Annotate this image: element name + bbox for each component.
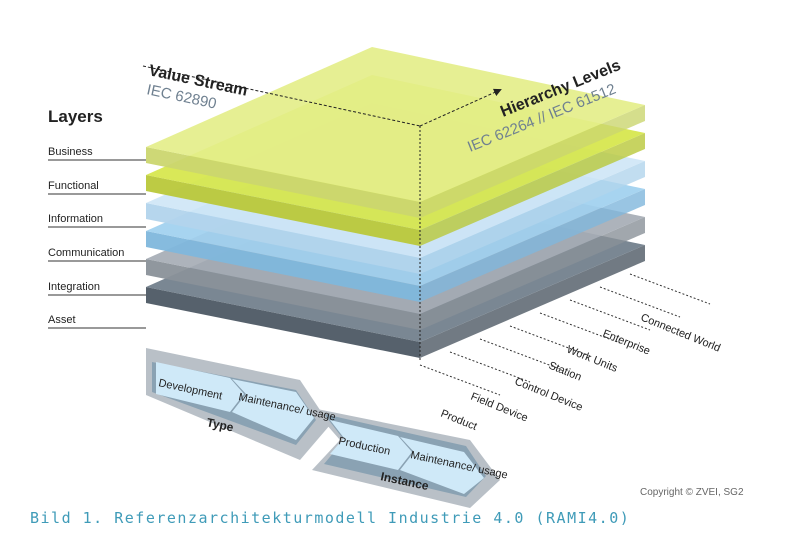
type-phase-1 <box>156 362 244 412</box>
hierarchy-hatch-line <box>479 338 561 370</box>
hierarchy-hatch-line <box>599 286 681 318</box>
layer-label-communication: Communication <box>48 247 124 259</box>
hierarchy-hatch-line <box>629 273 711 305</box>
layer-labels: BusinessFunctionalInformationCommunicati… <box>48 146 146 329</box>
hierarchy-level-station: Station <box>547 360 583 384</box>
value-stream-axis <box>142 65 421 127</box>
type-phase-2 <box>232 379 314 440</box>
axes <box>142 65 502 360</box>
instance-phase-1 <box>330 420 412 470</box>
hierarchy-hatch-line <box>419 364 501 396</box>
hierarchy-level-product: Product <box>439 408 479 433</box>
layers-title: Layers <box>48 107 103 126</box>
layer-plates <box>146 47 645 358</box>
figure-caption: Bild 1. Referenzarchitekturmodell Indust… <box>30 509 631 527</box>
layer-label-business: Business <box>48 146 93 158</box>
hierarchy-hatch-line <box>569 299 651 331</box>
layer-plate-business <box>146 47 645 218</box>
hierarchy-level-enterprise: Enterprise <box>601 328 652 358</box>
copyright-note: Copyright © ZVEI, SG2 <box>640 487 744 498</box>
hierarchy-level-field-device: Field Device <box>469 391 530 425</box>
layer-label-asset: Asset <box>48 314 76 326</box>
hierarchy-level-connected-world: Connected World <box>639 312 722 355</box>
layer-label-integration: Integration <box>48 281 100 293</box>
instance-phase-2 <box>400 437 484 494</box>
type-label: Type <box>205 415 235 434</box>
lifecycle-arrows: Development Maintenance/ usage Type Prod… <box>146 348 509 508</box>
layer-label-information: Information <box>48 213 103 225</box>
layer-label-functional: Functional <box>48 180 99 192</box>
